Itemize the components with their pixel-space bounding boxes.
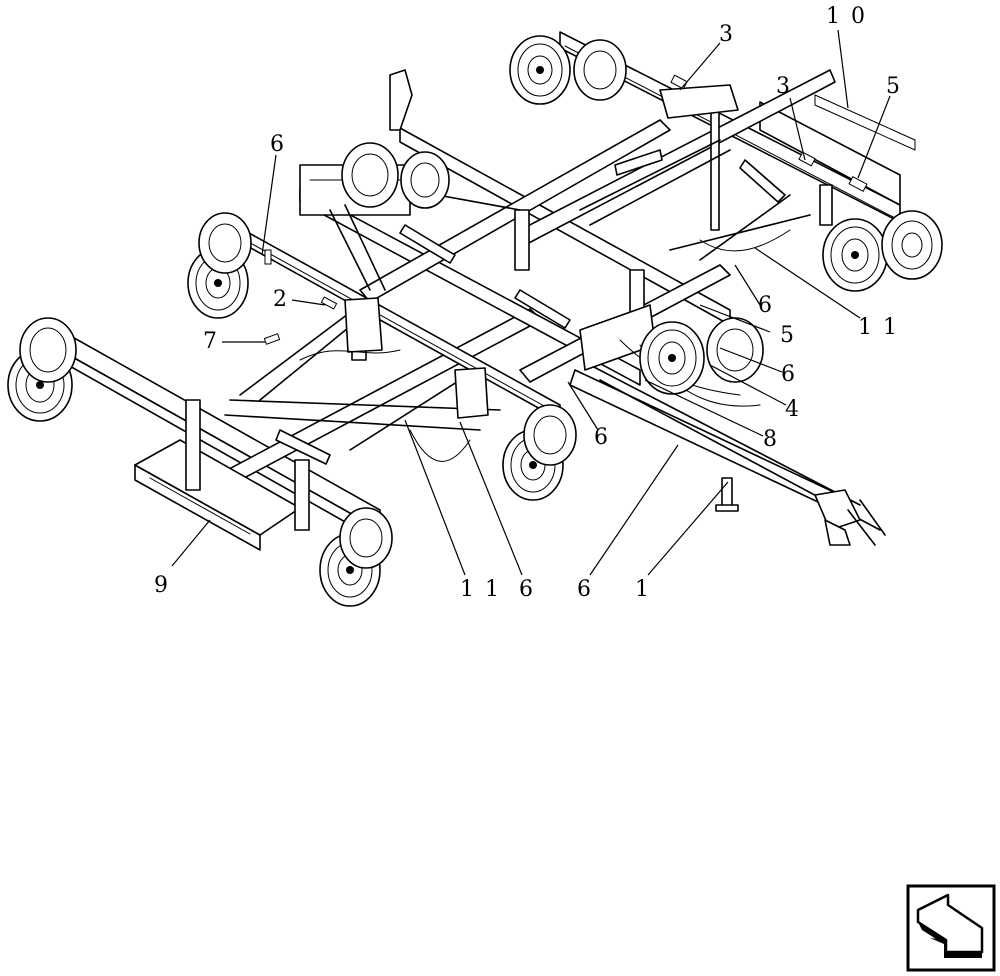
wheel-14 (881, 210, 943, 280)
wheel-11 (509, 35, 571, 105)
wheel-15 (341, 142, 399, 208)
callout-2: 2 (273, 287, 289, 312)
callout-6-right-upper: 6 (758, 293, 774, 318)
callout-11-right: 1 1 (858, 315, 899, 340)
callout-5-upper: 5 (886, 74, 902, 99)
callout-10: 1 0 (826, 4, 867, 29)
callout-6-bottom-center: 6 (519, 577, 535, 602)
callout-6-bottom-right: 6 (577, 577, 593, 602)
callout-7: 7 (203, 329, 219, 354)
leader-lines (171, 29, 891, 576)
callout-5-lower: 5 (780, 323, 796, 348)
machine-frame (51, 31, 901, 551)
wheel-6 (339, 507, 393, 569)
callout-1: 1 (635, 577, 651, 602)
callout-8: 8 (763, 427, 779, 452)
wheel-2 (19, 317, 77, 383)
callout-numbers: 3 1 0 3 5 6 2 7 6 1 1 5 6 4 6 8 9 1 1 6 … (154, 4, 902, 602)
wheel-12 (573, 39, 627, 101)
wheel-8 (523, 404, 577, 466)
return-arrow-icon[interactable] (906, 884, 996, 972)
callout-6-center: 6 (594, 425, 610, 450)
callout-3-right: 3 (776, 74, 792, 99)
callout-9: 9 (154, 573, 170, 598)
wheel-10 (706, 317, 764, 383)
callout-4: 4 (785, 397, 801, 422)
callout-6-right-mid: 6 (781, 362, 797, 387)
callout-11-bottom: 1 1 (460, 577, 501, 602)
wheel-16 (400, 151, 450, 209)
decals (263, 74, 916, 345)
wheels (7, 35, 943, 607)
callout-3-upper: 3 (719, 22, 735, 47)
callout-6-upper-left: 6 (270, 132, 286, 157)
wheel-4 (198, 212, 252, 274)
wheel-9 (639, 321, 705, 395)
wheel-13 (822, 218, 888, 292)
